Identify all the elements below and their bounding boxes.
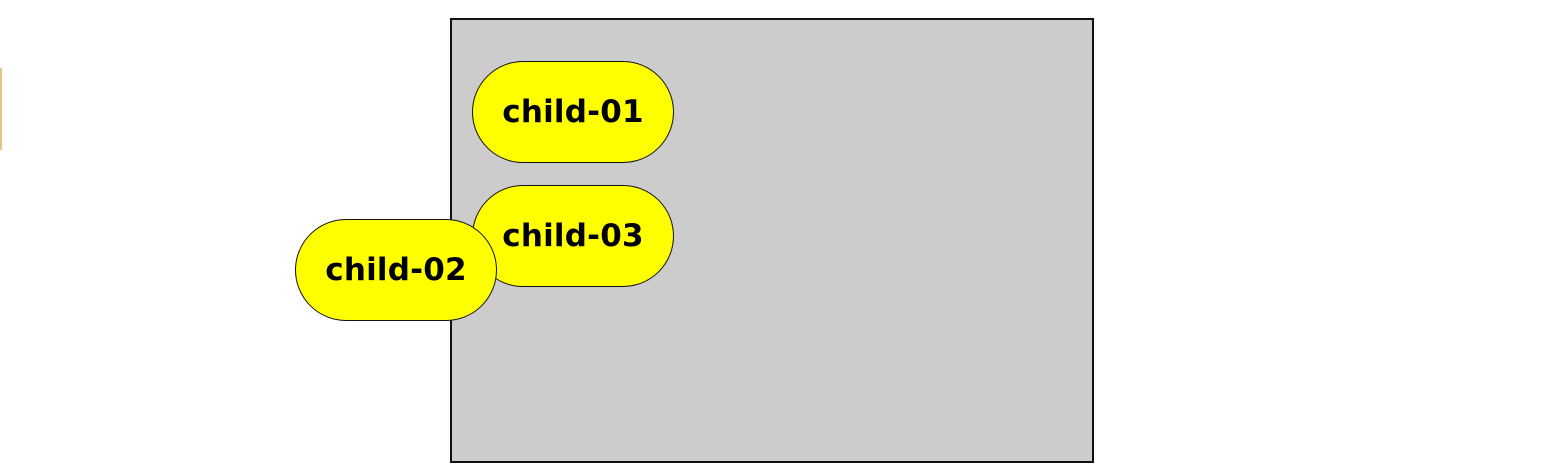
edge-marker <box>0 68 2 150</box>
child-03-label: child-03 <box>502 218 644 254</box>
child-03-node: child-03 <box>472 185 674 287</box>
child-01-label: child-01 <box>502 94 644 130</box>
child-01-node: child-01 <box>472 61 674 163</box>
child-02-node: child-02 <box>295 219 497 321</box>
child-02-label: child-02 <box>325 252 467 288</box>
